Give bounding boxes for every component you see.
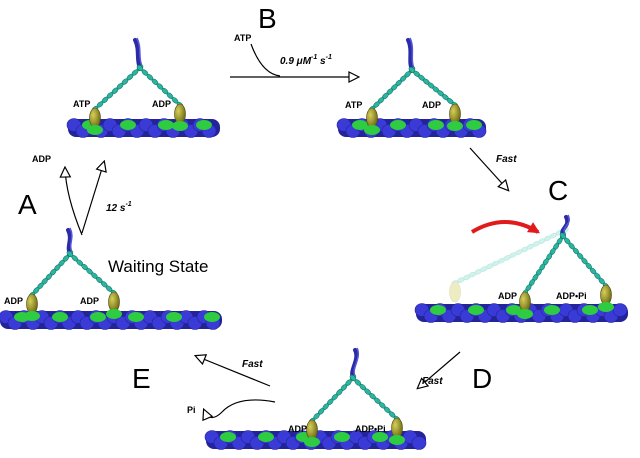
binding-site xyxy=(258,432,274,442)
adp-released-label: ADP xyxy=(32,154,51,164)
actin-subunit xyxy=(411,436,427,450)
coiled-coil-strand xyxy=(69,227,73,253)
bound-site xyxy=(87,125,103,135)
left-head-label: ADP xyxy=(4,296,23,306)
transition-arrow-a-to-b xyxy=(81,162,104,234)
rate-label-fast: Fast xyxy=(496,154,517,165)
bound-site xyxy=(304,437,320,447)
bound-site xyxy=(517,309,533,319)
stage-letter-d: D xyxy=(472,363,492,394)
binding-site xyxy=(128,312,144,322)
binding-site xyxy=(204,312,220,322)
right-head-label: ADP xyxy=(422,100,441,110)
stage-b: ATP ADP B xyxy=(66,3,277,138)
rate-label-fast: Fast xyxy=(242,359,263,370)
stage-letter-e: E xyxy=(132,363,151,394)
ghost-myosin-lever xyxy=(449,227,569,303)
binding-site xyxy=(334,432,350,442)
coiled-coil-strand xyxy=(136,37,143,67)
coiled-coil-strand xyxy=(563,214,570,235)
binding-site xyxy=(430,305,446,315)
binding-site xyxy=(352,120,368,130)
fast-transition-to-c: Fast xyxy=(469,147,517,190)
stage-letter-a: A xyxy=(18,189,37,220)
stage-letter-c: C xyxy=(548,175,568,206)
left-head-label: ADP xyxy=(498,291,517,301)
right-head-label: ADP•Pi xyxy=(556,291,587,301)
bound-site xyxy=(389,435,405,445)
atp-binding-transition: ATP 0.9 μM-1 s-1 xyxy=(230,33,358,77)
actin-subunit xyxy=(612,303,628,317)
binding-site xyxy=(166,312,182,322)
binding-site xyxy=(544,305,560,315)
fast-transition-c-to-d: Fast xyxy=(418,351,461,388)
waiting-state-label: Waiting State xyxy=(108,257,208,276)
binding-site xyxy=(196,120,212,130)
bound-site xyxy=(447,121,463,131)
myosin-molecule xyxy=(304,347,405,447)
binding-site xyxy=(220,432,236,442)
transition-arrow-d-to-e xyxy=(196,356,271,387)
stage-d: D ADP ADP•Pi xyxy=(204,347,492,450)
myosin-molecule xyxy=(87,37,188,135)
myosin-molecule xyxy=(517,214,614,319)
bound-site xyxy=(598,302,614,312)
pi-release-arc xyxy=(204,399,276,418)
stage-c: C ADP ADP•Pi xyxy=(414,175,628,323)
actin-filament xyxy=(414,303,628,323)
stage-c-top: ATP ADP xyxy=(336,37,487,138)
rate-constant-b-to-c: 0.9 μM-1 s-1 xyxy=(280,54,332,67)
bound-site xyxy=(106,309,122,319)
transition-arrow-b2-to-c xyxy=(469,147,508,190)
adp-release-arc xyxy=(65,168,83,236)
binding-site xyxy=(428,120,444,130)
rate-label-fast: Fast xyxy=(422,376,443,387)
binding-site xyxy=(120,120,136,130)
atp-binding-arrow xyxy=(250,43,281,77)
myosin-molecule xyxy=(24,227,122,321)
bound-site xyxy=(364,125,380,135)
bound-site xyxy=(172,121,188,131)
binding-site xyxy=(372,432,388,442)
right-head-label: ADP•Pi xyxy=(355,424,386,434)
binding-site xyxy=(468,305,484,315)
left-head-label: ATP xyxy=(345,100,362,110)
transition-arrow-c-to-d xyxy=(418,351,461,388)
myosin-molecule xyxy=(364,37,463,135)
pi-label: Pi xyxy=(187,405,196,415)
coiled-coil-tail xyxy=(66,228,72,256)
left-head-label: ADP xyxy=(288,424,307,434)
pi-release-transition: Fast Pi xyxy=(187,356,276,418)
binding-site xyxy=(52,312,68,322)
binding-site xyxy=(90,312,106,322)
actin-filament xyxy=(336,118,487,138)
binding-site xyxy=(158,120,174,130)
bound-site xyxy=(24,311,40,321)
ghost-motor-head xyxy=(449,281,461,303)
right-head-label: ADP xyxy=(80,296,99,306)
power-stroke-arrow xyxy=(470,220,540,234)
stage-a: A Waiting State ADP ADP xyxy=(0,189,222,330)
coiled-coil-strand xyxy=(409,37,415,69)
stage-letter-b: B xyxy=(258,3,277,34)
left-head-label: ATP xyxy=(73,99,90,109)
binding-site xyxy=(466,120,482,130)
binding-site xyxy=(390,120,406,130)
coiled-coil-strand xyxy=(353,347,359,377)
adp-release-transition: ADP 12 s-1 xyxy=(32,154,132,236)
rate-constant-a-to-b: 12 s-1 xyxy=(106,201,132,214)
right-head-label: ADP xyxy=(152,99,171,109)
binding-site xyxy=(582,305,598,315)
atp-label: ATP xyxy=(234,33,251,43)
